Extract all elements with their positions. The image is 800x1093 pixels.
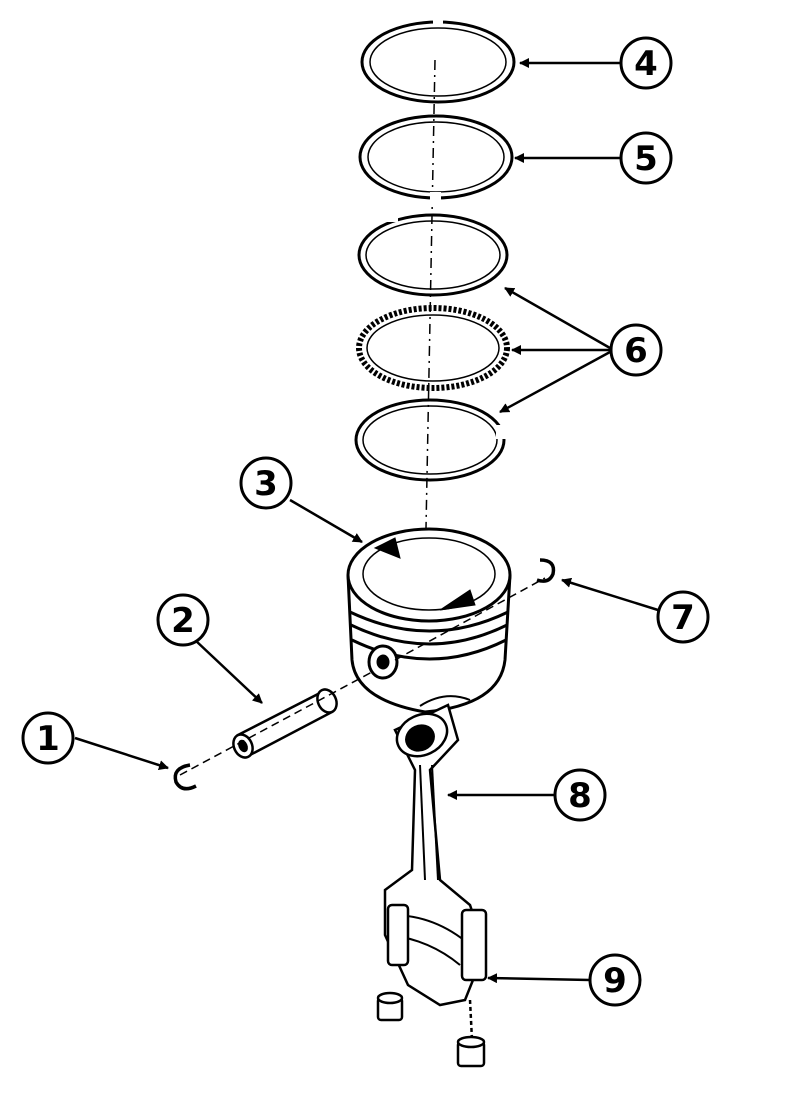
connecting-rod [383, 703, 488, 1007]
snap-ring-left [173, 763, 197, 791]
callout-2-label: 2 [171, 601, 195, 641]
callout-3: 3 [239, 456, 293, 510]
oil-ring-expander [356, 305, 510, 391]
top-compression-ring [360, 16, 516, 104]
second-compression-ring [358, 114, 514, 202]
callout-8: 8 [553, 768, 607, 822]
callout-3-label: 3 [254, 464, 278, 504]
callout-4-label: 4 [634, 44, 658, 84]
callout-6: 6 [609, 323, 663, 377]
callout-4: 4 [619, 36, 673, 90]
piston-pin [232, 688, 338, 759]
leader-lines [74, 58, 659, 984]
piston [346, 527, 512, 714]
callout-5-label: 5 [634, 139, 658, 179]
callout-1: 1 [21, 711, 75, 765]
callout-6-label: 6 [624, 331, 648, 371]
pin-axis-right [394, 577, 546, 661]
piston-center-axis [424, 59, 436, 581]
callout-7: 7 [656, 590, 710, 644]
rod-nuts [376, 991, 486, 1068]
callout-1-label: 1 [36, 719, 60, 759]
callout-7-label: 7 [671, 598, 695, 638]
pin-axis [179, 671, 373, 776]
callout-9: 9 [588, 953, 642, 1007]
callout-5: 5 [619, 131, 673, 185]
callout-9-label: 9 [603, 961, 627, 1001]
oil-ring-upper-rail [357, 212, 509, 297]
snap-ring-right [536, 558, 556, 583]
callout-8-label: 8 [568, 776, 592, 816]
oil-ring-lower-rail [354, 398, 508, 482]
callout-2: 2 [156, 593, 210, 647]
